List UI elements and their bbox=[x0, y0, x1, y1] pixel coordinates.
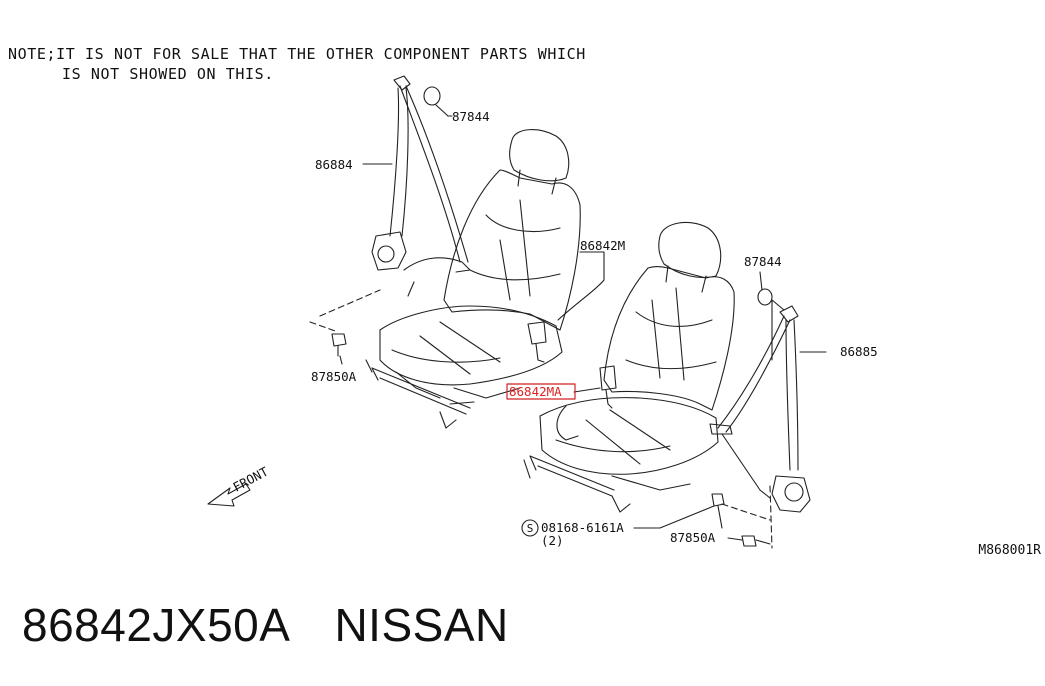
right-bolt-08168 bbox=[711, 493, 771, 529]
note-line-2: IS NOT SHOWED ON THIS. bbox=[62, 65, 274, 83]
label-87850A-right: 87850A bbox=[670, 530, 716, 545]
note-line-1: NOTE;IT IS NOT FOR SALE THAT THE OTHER C… bbox=[8, 45, 586, 63]
front-arrow-icon bbox=[207, 483, 251, 507]
left-bolt-87850A bbox=[309, 289, 381, 357]
left-belt-assembly bbox=[371, 75, 605, 363]
s-symbol-icon bbox=[521, 519, 539, 537]
note-text: NOTE;IT IS NOT FOR SALE THAT THE OTHER C… bbox=[8, 44, 586, 84]
right-cap-87844 bbox=[757, 288, 773, 306]
label-86884: 86884 bbox=[315, 157, 353, 172]
part-number: 86842JX50A bbox=[22, 599, 291, 651]
right-seat bbox=[523, 221, 735, 513]
right-bolt-87850A bbox=[741, 485, 773, 549]
label-qty-2: (2) bbox=[541, 533, 564, 548]
label-86885: 86885 bbox=[840, 344, 878, 359]
label-08168-6161A: 08168-6161A bbox=[541, 520, 624, 535]
label-87844-left: 87844 bbox=[452, 109, 490, 124]
leader-lines bbox=[339, 115, 827, 541]
label-87844-right: 87844 bbox=[744, 254, 782, 269]
left-cap-87844 bbox=[423, 86, 449, 117]
brand-name: NISSAN bbox=[334, 599, 509, 651]
highlight-box bbox=[506, 383, 576, 400]
label-86842MA: 86842MA bbox=[509, 384, 562, 399]
right-belt-assembly bbox=[556, 305, 811, 513]
footer: 86842JX50A NISSAN bbox=[22, 598, 553, 652]
reference-code: M868001R bbox=[978, 543, 1041, 558]
front-label: FRONT bbox=[230, 464, 271, 495]
label-87850A-left: 87850A bbox=[311, 369, 357, 384]
label-86842M: 86842M bbox=[580, 238, 625, 253]
s-symbol-letter: S bbox=[527, 522, 534, 535]
left-seat bbox=[365, 129, 581, 429]
